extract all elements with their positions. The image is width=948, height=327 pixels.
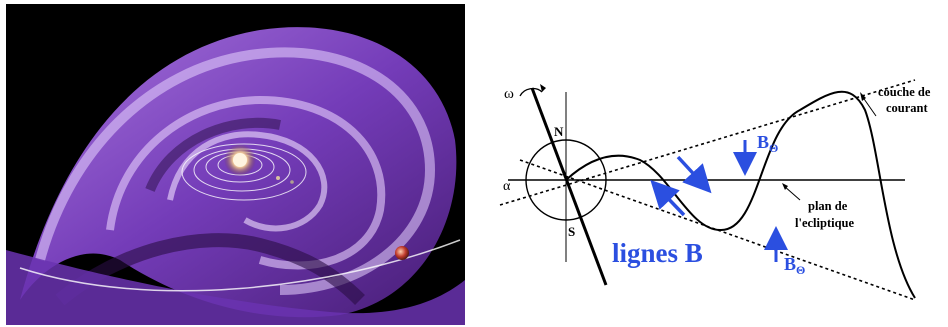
heliosphere-illustration xyxy=(6,4,465,325)
couche-pointer xyxy=(861,95,877,117)
sun-circle xyxy=(525,139,607,221)
b-theta-bottom-label: BΘ xyxy=(784,254,805,277)
field-line-arrow-1 xyxy=(676,155,712,194)
spiral-band-3 xyxy=(167,131,328,232)
current-sheet-curve xyxy=(565,90,916,299)
b-theta-top-label: BΘ xyxy=(757,132,778,155)
omega-label: ω xyxy=(504,86,514,102)
current-sheet-lower-flap xyxy=(6,250,465,325)
sheet-fold-dark xyxy=(55,233,365,306)
current-sheet-schematic: ω α N S BΘ BΘ couche de courant plan de … xyxy=(499,79,934,301)
spiral-band-2 xyxy=(106,95,386,270)
lignes-b-label: lignes B xyxy=(612,238,703,268)
field-line-arrow-2 xyxy=(650,179,686,217)
sheet-fold-dark-2 xyxy=(145,117,281,192)
rotation-axis xyxy=(530,87,608,286)
plan-pointer xyxy=(783,185,801,201)
rotation-arrow-icon xyxy=(519,87,543,97)
north-label: N xyxy=(554,124,564,139)
red-planet-icon xyxy=(395,246,409,260)
planet-icon xyxy=(276,176,280,180)
lower-envelope-line xyxy=(519,159,916,301)
couche-de-courant-label: couche de courant xyxy=(878,85,934,115)
plan-ecliptique-label: plan de l'ecliptique xyxy=(795,199,854,230)
upper-envelope-line xyxy=(499,79,916,206)
planet-icon xyxy=(290,180,294,184)
south-label: S xyxy=(568,224,575,239)
spiral-band-1 xyxy=(35,47,436,295)
alpha-label: α xyxy=(503,179,511,194)
